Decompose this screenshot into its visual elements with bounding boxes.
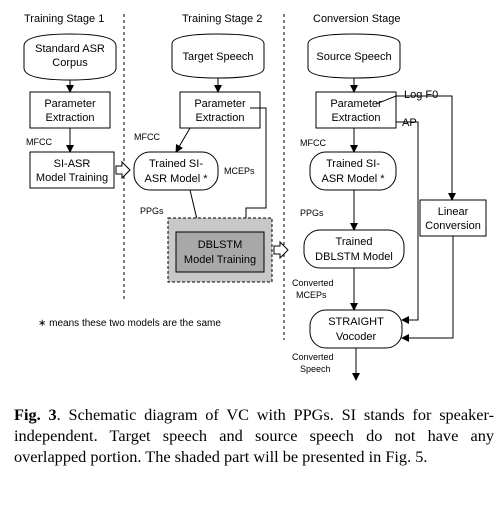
transfer-arrow-1 <box>115 160 131 180</box>
transfer-arrow-2 <box>273 240 289 260</box>
pe3-label-2: Extraction <box>332 112 381 124</box>
pe3-label-1: Parameter <box>330 98 382 110</box>
tsa3-label-2: ASR Model * <box>322 173 386 185</box>
source-speech-label: Source Speech <box>316 51 391 63</box>
tsa2-label-2: ASR Model * <box>145 173 209 185</box>
dblstm-train-label-1: DBLSTM <box>198 239 243 251</box>
tsa2-label-1: Trained SI- <box>149 158 203 170</box>
figure-label: Fig. 3 <box>14 405 57 424</box>
straight-vocoder-node: STRAIGHT Vocoder <box>309 309 403 349</box>
log-f0-label: Log F0 <box>404 89 438 101</box>
corpus-label-2: Corpus <box>52 57 88 69</box>
mfcc-label-2: MFCC <box>134 132 160 142</box>
ap-label: AP <box>402 117 417 129</box>
trained-si-asr-2-node: Trained SI- ASR Model * <box>133 151 219 191</box>
mceps-label-2: MCEPs <box>224 166 255 176</box>
si-asr-label-1: SI-ASR <box>54 158 91 170</box>
parameter-extraction-1-node: Parameter Extraction <box>29 91 111 129</box>
converted-speech-label-1: Converted <box>292 352 334 362</box>
vc-ppg-diagram: Training Stage 1 Training Stage 2 Conver… <box>23 13 487 381</box>
lc-label-1: Linear <box>438 206 469 218</box>
figure-caption: Fig. 3. Schematic diagram of VC with PPG… <box>14 404 494 467</box>
ppgs-label-2: PPGs <box>140 206 164 216</box>
caption-text: . Schematic diagram of VC with PPGs. SI … <box>14 405 495 466</box>
dblstm-training-node: DBLSTM Model Training <box>175 231 265 273</box>
trained-dblstm-node: Trained DBLSTM Model <box>303 229 405 269</box>
stage1-title: Training Stage 1 <box>24 13 104 25</box>
parameter-extraction-3-node: Parameter Extraction <box>315 91 397 129</box>
sv-label-2: Vocoder <box>336 331 377 343</box>
linear-conversion-node: Linear Conversion <box>419 199 487 237</box>
tsa3-label-1: Trained SI- <box>326 158 380 170</box>
dblstm-train-label-2: Model Training <box>184 254 256 266</box>
sv-label-1: STRAIGHT <box>328 316 384 328</box>
source-speech-node: Source Speech <box>307 33 401 79</box>
pe1-label-1: Parameter <box>44 98 96 110</box>
trained-si-asr-3-node: Trained SI- ASR Model * <box>309 151 397 191</box>
ppgs-label-3: PPGs <box>300 208 324 218</box>
converted-speech-label-2: Speech <box>300 364 331 374</box>
mfcc-label-1: MFCC <box>26 137 52 147</box>
pe1-label-2: Extraction <box>46 112 95 124</box>
standard-asr-corpus-node: Standard ASR Corpus <box>23 33 117 81</box>
mfcc-label-3: MFCC <box>300 138 326 148</box>
td-label-1: Trained <box>336 236 373 248</box>
converted-mceps-label-1: Converted <box>292 278 334 288</box>
td-label-2: DBLSTM Model <box>315 251 393 263</box>
target-speech-label: Target Speech <box>183 51 254 63</box>
lc-label-2: Conversion <box>425 220 481 232</box>
corpus-label-1: Standard ASR <box>35 43 105 55</box>
pe2-label-1: Parameter <box>194 98 246 110</box>
si-asr-label-2: Model Training <box>36 172 108 184</box>
stage2-title: Training Stage 2 <box>182 13 262 25</box>
si-asr-training-node: SI-ASR Model Training <box>29 151 115 189</box>
parameter-extraction-2-node: Parameter Extraction <box>179 91 261 129</box>
converted-mceps-label-2: MCEPs <box>296 290 327 300</box>
target-speech-node: Target Speech <box>171 33 265 79</box>
same-models-note: ∗ means these two models are the same <box>38 318 221 329</box>
pe2-label-2: Extraction <box>196 112 245 124</box>
stage3-title: Conversion Stage <box>313 13 400 25</box>
